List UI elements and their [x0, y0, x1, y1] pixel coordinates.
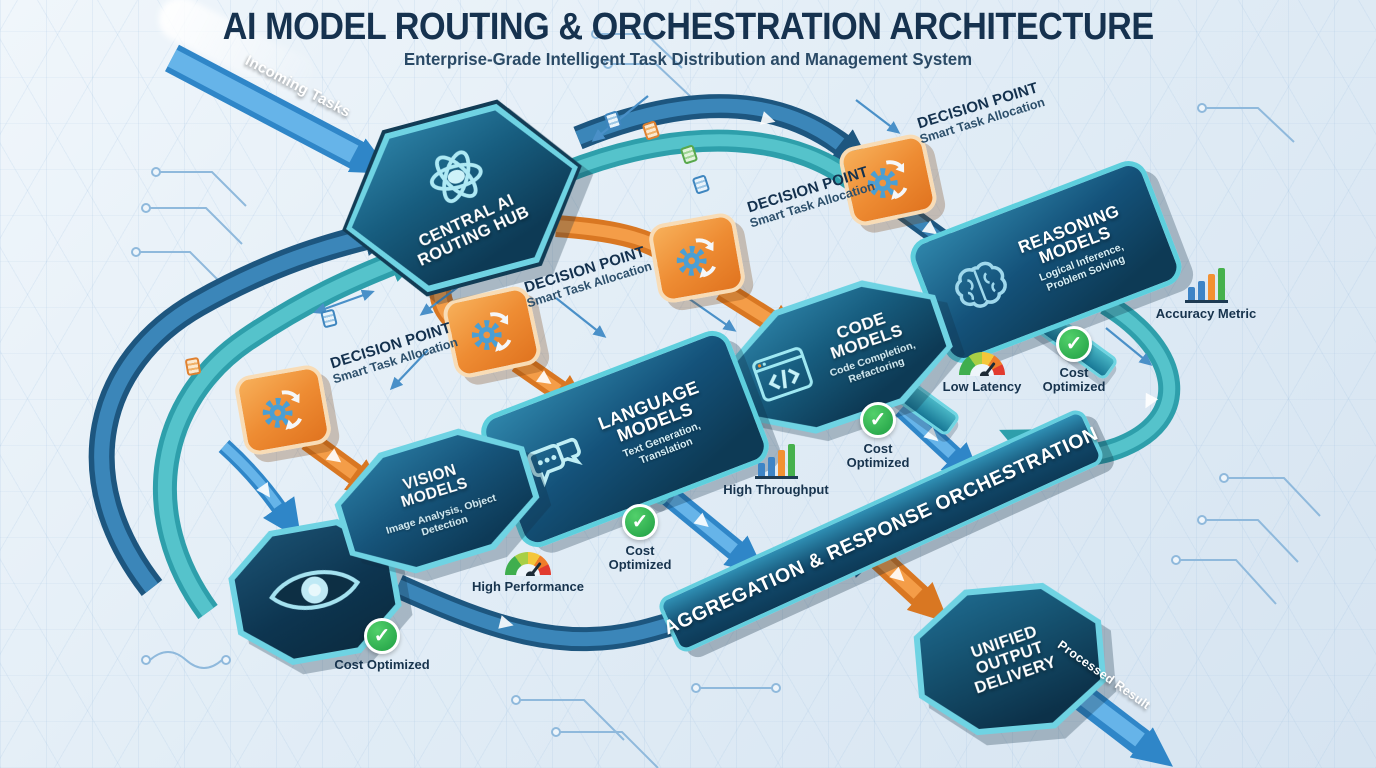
- check-icon: [860, 402, 896, 438]
- title-block: AI MODEL ROUTING & ORCHESTRATION ARCHITE…: [0, 6, 1376, 70]
- badge-label: Low Latency: [942, 379, 1022, 394]
- code-window-icon: [750, 344, 817, 408]
- bar-chart-icon: [754, 442, 798, 479]
- circuit-traces: [131, 29, 1321, 768]
- high-performance-badge: High Performance: [468, 552, 588, 594]
- page-title: AI MODEL ROUTING & ORCHESTRATION ARCHITE…: [222, 6, 1154, 48]
- thin-connector-arrows: [313, 95, 1153, 391]
- data-packet-icon: [184, 356, 202, 377]
- cost-optimized-badge-vision: Cost Optimized: [334, 618, 430, 672]
- gauge-icon: [959, 352, 1005, 376]
- central-ai-routing-hub-node: CENTRAL AI ROUTING HUB: [320, 83, 604, 313]
- badge-label: Cost Optimized: [608, 543, 672, 572]
- decision-point-node-2: [646, 210, 748, 306]
- high-throughput-badge: High Throughput: [718, 442, 834, 497]
- output-label: UNIFIED OUTPUT DELIVERY: [968, 622, 1059, 698]
- badge-label: Cost Optimized: [334, 657, 430, 672]
- badge-label: Cost Optimized: [1042, 365, 1106, 394]
- badge-label: Cost Optimized: [846, 441, 910, 470]
- page-subtitle: Enterprise-Grade Intelligent Task Distri…: [403, 49, 973, 69]
- check-icon: [364, 618, 400, 654]
- cost-optimized-badge-reasoning: Cost Optimized: [1028, 326, 1120, 393]
- badge-label: High Performance: [472, 579, 584, 594]
- gear-cycle-icon: [252, 378, 315, 442]
- eye-icon: [260, 552, 369, 631]
- accuracy-metric-badge: Accuracy Metric: [1148, 266, 1264, 321]
- vision-eye-node: [221, 511, 408, 674]
- decision-point-node-4: [232, 362, 334, 458]
- gauge-icon: [505, 552, 551, 576]
- gear-cycle-icon: [460, 299, 524, 364]
- flow-chevrons: [256, 111, 1159, 629]
- check-icon: [1056, 326, 1092, 362]
- brain-icon: [945, 253, 1016, 321]
- low-latency-badge: Low Latency: [936, 352, 1028, 394]
- reasoning-models-node: REASONING MODELS Logical Inference, Prob…: [904, 155, 1188, 369]
- cost-optimized-badge-language: Cost Optimized: [594, 504, 686, 571]
- language-models-node: LANGUAGE MODELS Text Generation, Transla…: [475, 325, 775, 553]
- atom-icon: [415, 141, 498, 218]
- badge-label: Accuracy Metric: [1155, 306, 1257, 321]
- code-models-node: CODE MODELS Code Completion, Refactoring: [713, 259, 965, 454]
- bar-chart-icon: [1184, 266, 1228, 303]
- chat-bubbles-icon: [521, 431, 593, 499]
- check-icon: [622, 504, 658, 540]
- cost-optimized-badge-code: Cost Optimized: [832, 402, 924, 469]
- gear-cycle-icon: [666, 226, 729, 290]
- badge-label: High Throughput: [723, 482, 829, 497]
